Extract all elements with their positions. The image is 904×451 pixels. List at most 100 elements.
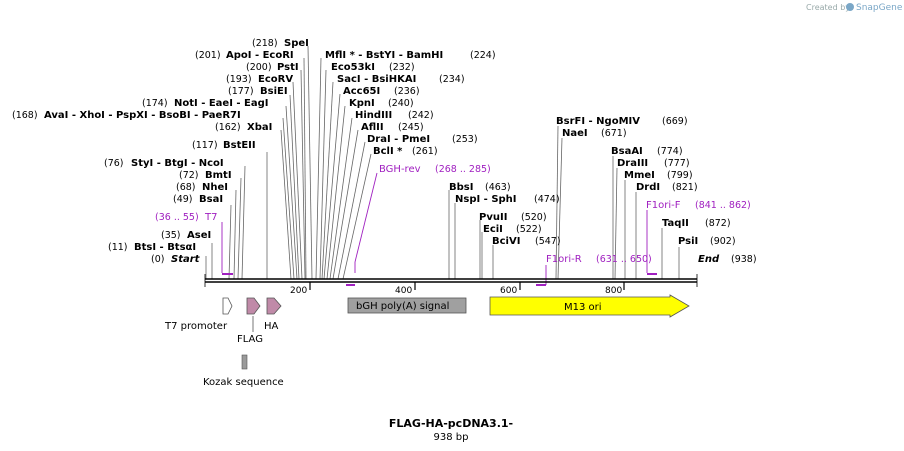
site-pos-bsteii: (117) — [192, 140, 218, 151]
site-pos-nspi: (474) — [534, 194, 560, 205]
site-pos-bsai: (49) — [173, 194, 193, 205]
site-pos-taqii: (872) — [705, 218, 731, 229]
site-pos-mfli: (224) — [470, 50, 496, 61]
feature-m13-arrow — [489, 294, 690, 318]
tick-label-600: 600 — [500, 286, 517, 296]
plasmid-name: FLAG-HA-pcDNA3.1- — [389, 417, 513, 430]
site-pos-draiii: (777) — [664, 158, 690, 169]
end-pos: (938) — [731, 254, 757, 265]
line-noti — [285, 105, 298, 280]
site-pos-acc65i: (236) — [394, 86, 420, 97]
site-pos-btsi: (11) — [108, 242, 128, 253]
site-pos-mmei: (799) — [667, 170, 693, 181]
tick-labels: 200 400 600 800 — [290, 286, 622, 296]
site-name-psii: PsiI — [678, 236, 698, 247]
site-pos-bcli: (261) — [412, 146, 438, 157]
feature-ha-arrow — [266, 297, 282, 315]
site-pos-ecorv: (193) — [226, 74, 252, 85]
site-name-nhei: NheI — [202, 182, 228, 193]
brand-text: SnapGene — [856, 3, 903, 13]
site-name-apoi: ApoI - EcoRI — [226, 50, 294, 61]
site-name-pvuii: PvuII — [479, 212, 507, 223]
line-saci — [321, 81, 334, 280]
feature-bgh-box — [347, 297, 467, 314]
line-spei — [307, 45, 313, 280]
feature-label-ha: HA — [264, 321, 279, 332]
line-apoi — [303, 57, 307, 280]
site-pos-styi: (76) — [104, 158, 124, 169]
site-pos-ecii: (522) — [516, 224, 542, 235]
primer-labels: (36 .. 55) T7 BGH-rev (268 .. 285) F1ori… — [155, 164, 751, 265]
site-name-nspi: NspI - SphI — [455, 194, 517, 205]
line-hindiii — [329, 117, 353, 280]
line-eco53ki — [319, 69, 327, 280]
site-name-bbsi: BbsI — [449, 182, 473, 193]
primer-label-t7: T7 — [204, 212, 217, 223]
end-label: End — [698, 254, 720, 265]
primer-range-f1r: (631 .. 650) — [596, 254, 652, 265]
map-title: FLAG-HA-pcDNA3.1- 938 bp — [389, 417, 513, 443]
snapgene-logo-icon — [846, 3, 854, 11]
primer-label-bgh: BGH-rev — [379, 164, 421, 175]
line-aval — [282, 117, 295, 280]
site-pos-bsaai: (774) — [657, 146, 683, 157]
left-enzyme-labels: (218) SpeI (201) ApoI - EcoRI (200) PstI… — [12, 38, 309, 253]
backbone — [204, 274, 698, 290]
site-pos-asei: (35) — [161, 230, 181, 241]
site-name-styi: StyI - BtgI - NcoI — [131, 158, 224, 169]
site-name-bcli: BclI * — [373, 146, 403, 157]
right-enzyme-labels: MflI * - BstYI - BamHI (224) Eco53kI (23… — [325, 50, 736, 247]
line-bmti — [237, 177, 242, 280]
site-pos-hindiii: (242) — [408, 110, 434, 121]
site-pos-drdi: (821) — [672, 182, 698, 193]
tick-label-400: 400 — [395, 286, 412, 296]
start-label: Start — [171, 254, 201, 265]
line-acc65i — [323, 93, 341, 280]
line-mfli — [315, 57, 322, 280]
site-name-btsi: BtsI - BtsαI — [134, 242, 196, 253]
site-name-ecorv: EcoRV — [258, 74, 293, 85]
site-pos-bbsi: (463) — [485, 182, 511, 193]
line-ecorv — [292, 81, 303, 280]
site-pos-saci: (234) — [439, 74, 465, 85]
site-pos-aval: (168) — [12, 110, 38, 121]
cut-site-lines — [205, 45, 680, 280]
primer-lines — [221, 172, 648, 285]
site-name-bsiei: BsiEI — [260, 86, 288, 97]
feature-label-m13: M13 ori — [564, 302, 602, 313]
site-name-naei: NaeI — [562, 128, 588, 139]
site-pos-bmti: (72) — [179, 170, 199, 181]
feature-label-flag: FLAG — [237, 334, 263, 345]
line-bcli — [342, 153, 372, 280]
site-name-taqii: TaqII — [662, 218, 689, 229]
site-name-noti: NotI - EaeI - EagI — [174, 98, 269, 109]
site-name-acc65i: Acc65I — [343, 86, 380, 97]
line-bsai — [228, 204, 232, 280]
tick-label-800: 800 — [605, 286, 622, 296]
site-name-spei: SpeI — [284, 38, 309, 49]
site-name-xbai: XbaI — [247, 122, 272, 133]
feature-label-t7-promoter: T7 promoter — [164, 321, 228, 332]
line-naei — [557, 137, 563, 280]
site-pos-afiii: (245) — [398, 122, 424, 133]
primer-range-bgh: (268 .. 285) — [435, 164, 491, 175]
site-name-ecii: EciI — [483, 224, 503, 235]
line-drai — [337, 141, 366, 280]
line-xbai — [280, 129, 292, 280]
site-name-kpni: KpnI — [349, 98, 375, 109]
site-name-bsteii: BstEII — [223, 140, 256, 151]
tick-label-200: 200 — [290, 286, 307, 296]
line-kpni — [326, 105, 346, 280]
site-pos-spei: (218) — [252, 38, 278, 49]
site-pos-naei: (671) — [601, 128, 627, 139]
primer-line-bgh — [354, 172, 378, 263]
line-draiii — [614, 167, 618, 280]
primer-label-f1f: F1ori-F — [646, 200, 681, 211]
start-pos: (0) — [151, 254, 164, 265]
feature-label-bgh: bGH poly(A) signal — [356, 301, 449, 312]
feature-t7-promoter-arrow — [222, 297, 233, 315]
primer-label-f1r: F1ori-R — [546, 254, 582, 265]
site-name-bsaai: BsaAI — [611, 146, 643, 157]
line-bsiei — [289, 94, 300, 280]
